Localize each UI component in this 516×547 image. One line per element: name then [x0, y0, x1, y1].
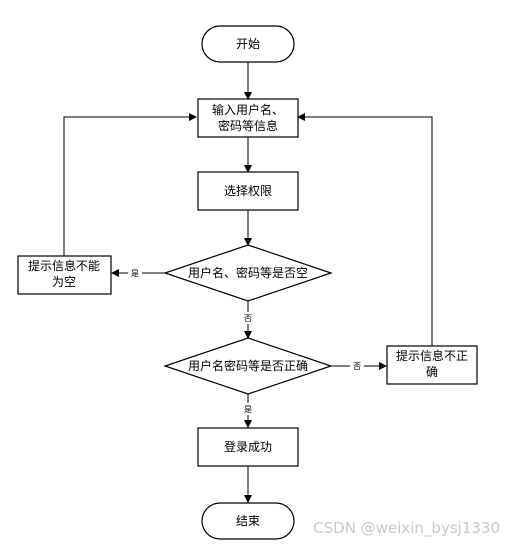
check-correct-decision: 用户名密码等是否正确 [163, 337, 333, 395]
label-correct-no: 否 [353, 362, 361, 371]
input-label-line1: 输入用户名、 [212, 102, 284, 117]
login-success-node: 登录成功 [197, 427, 299, 467]
check-empty-label: 用户名、密码等是否空 [188, 265, 308, 280]
edge-wrongmsg-input [297, 113, 433, 346]
start-label: 开始 [236, 37, 260, 51]
empty-message-node: 提示信息不能 为空 [17, 255, 112, 295]
end-label: 结束 [236, 514, 260, 528]
wrong-message-line2: 确 [426, 365, 438, 379]
wrong-message-line1: 提示信息不正 [396, 348, 468, 363]
select-role-label: 选择权限 [224, 184, 272, 198]
login-success-label: 登录成功 [224, 439, 272, 454]
input-label-line2: 密码等信息 [218, 118, 278, 133]
check-correct-label: 用户名密码等是否正确 [188, 358, 308, 373]
edge-emptymsg-input [63, 113, 197, 256]
wrong-message-node: 提示信息不正 确 [386, 345, 478, 385]
input-node: 输入用户名、 密码等信息 [197, 98, 299, 138]
check-empty-decision: 用户名、密码等是否空 [163, 244, 333, 302]
start-node: 开始 [201, 25, 295, 63]
label-empty-yes: 是 [131, 269, 139, 278]
empty-message-line2: 为空 [52, 275, 76, 289]
empty-message-line1: 提示信息不能 [28, 258, 100, 273]
end-node: 结束 [201, 502, 295, 540]
select-role-node: 选择权限 [197, 171, 299, 211]
label-empty-no: 否 [244, 314, 252, 323]
label-correct-yes: 是 [244, 405, 252, 414]
watermark: CSDN @weixin_bysj1330 [313, 519, 500, 538]
